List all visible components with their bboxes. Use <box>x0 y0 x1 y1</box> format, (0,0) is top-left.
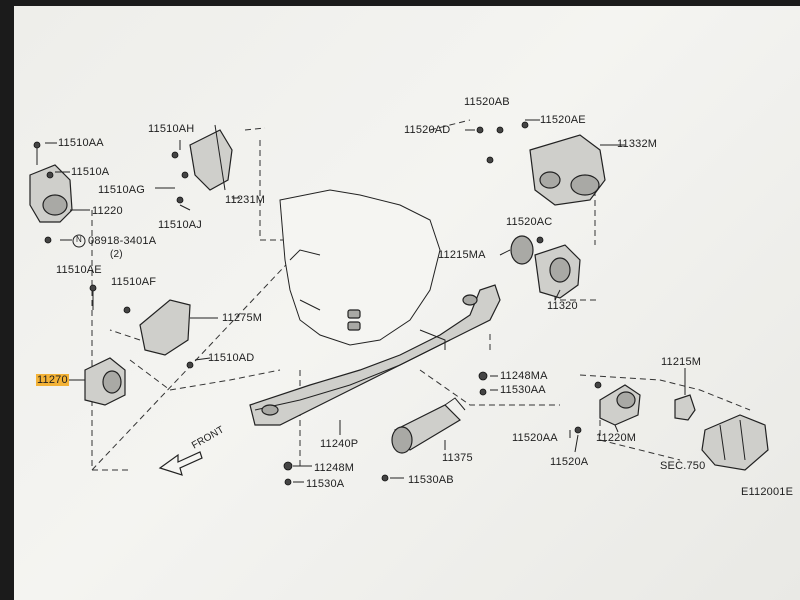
sec750-bracket <box>701 414 769 471</box>
label-11520a: 11520A <box>550 456 589 468</box>
engine-outline <box>279 189 441 346</box>
front-arrow <box>158 451 203 476</box>
n-symbol-circle <box>72 234 86 248</box>
mount-11220m <box>574 381 641 434</box>
mount-11332m <box>476 121 606 206</box>
label-11530a: 11530A <box>306 478 345 490</box>
label-11231m: 11231M <box>225 194 266 206</box>
label-08918-3401a: 08918-3401A <box>88 235 157 247</box>
label-11530aa: 11530AA <box>500 384 546 396</box>
label-11520ae: 11520AE <box>540 114 586 126</box>
damper-11375 <box>381 397 466 482</box>
label-11510ae: 11510AE <box>56 264 102 276</box>
mount-11320 <box>510 235 581 299</box>
crossmember-bolts <box>283 371 488 486</box>
label-11510ag: 11510AG <box>98 184 146 196</box>
label-11530ab: 11530AB <box>408 474 454 486</box>
label-11270: 11270 <box>36 374 69 386</box>
label-11320: 11320 <box>547 300 578 312</box>
label-11510aa: 11510AA <box>58 137 104 149</box>
label-11332m: 11332M <box>617 138 658 150</box>
label-11275m: 11275M <box>222 312 263 324</box>
label-11520aa: 11520AA <box>512 432 558 444</box>
leader-lines <box>45 119 686 483</box>
label-11248m: 11248M <box>314 462 355 474</box>
label-11520ac: 11520AC <box>506 216 553 228</box>
bracket-11231m <box>171 124 233 204</box>
label-11510ad: 11510AD <box>208 352 255 364</box>
label-11510aj: 11510AJ <box>158 219 203 231</box>
label-11375: 11375 <box>442 452 473 464</box>
crossmember <box>249 284 501 426</box>
n-symbol: N <box>76 235 82 244</box>
label-11240p: 11240P <box>320 438 359 450</box>
label-11215m: 11215M <box>661 356 702 368</box>
bracket-11275m <box>89 284 194 369</box>
label-11510ah: 11510AH <box>148 123 195 135</box>
parts-diagram <box>29 119 769 486</box>
label-sec750: SEC.750 <box>660 460 706 472</box>
mount-11270 <box>84 357 126 406</box>
label-11510af: 11510AF <box>111 276 157 288</box>
label-11510a: 11510A <box>71 166 110 178</box>
left-engine-mount <box>29 141 73 244</box>
label-11520ad: 11520AD <box>404 124 451 136</box>
stopper-11215m <box>674 394 696 421</box>
label-11520ab: 11520AB <box>464 96 510 108</box>
label-11220m: 11220M <box>596 432 637 444</box>
figure-id: E112001E <box>741 486 794 498</box>
label-11220: 11220 <box>92 205 123 217</box>
label-08918-qty: (2) <box>110 249 123 260</box>
diagram-sheet: 11510AA 11510A 11510AG 11220 N 08918-340… <box>14 6 800 600</box>
label-11248ma: 11248MA <box>500 370 548 382</box>
label-11215ma: 11215MA <box>438 249 486 261</box>
